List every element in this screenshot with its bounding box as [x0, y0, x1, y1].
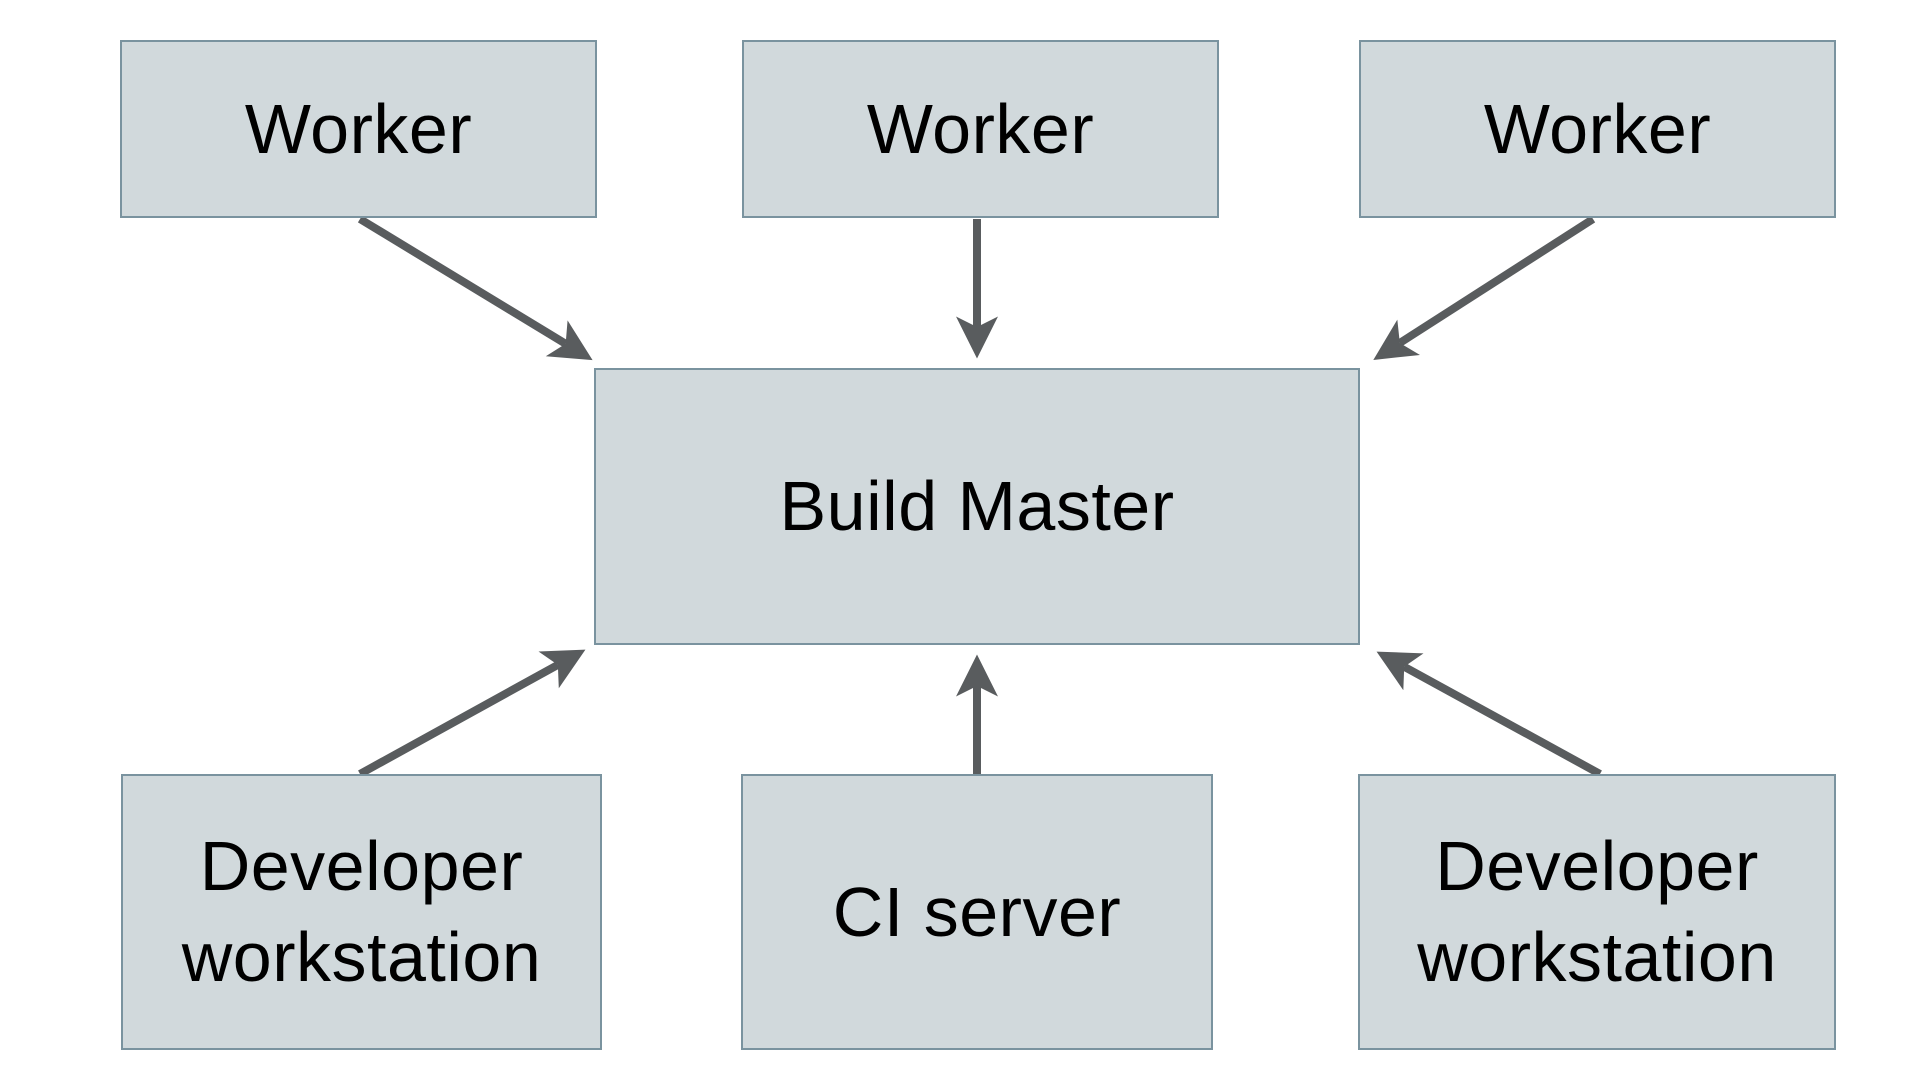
developer-workstation-1-label: Developer workstation — [181, 827, 542, 996]
build-master-label: Build Master — [779, 467, 1175, 545]
worker-1-box: Worker — [120, 40, 597, 218]
ci-server-label: CI server — [832, 872, 1122, 951]
worker-2-label: Worker — [866, 89, 1095, 168]
developer-workstation-2-box: Developer workstation — [1358, 774, 1836, 1050]
developer-workstation-1-box: Developer workstation — [121, 774, 602, 1050]
worker-2-box: Worker — [742, 40, 1219, 218]
worker-3-box: Worker — [1359, 40, 1836, 218]
arrow-worker-3-to-build-master — [1373, 215, 1596, 360]
worker-1-label: Worker — [244, 89, 473, 168]
arrow-worker-1-to-build-master — [357, 215, 593, 361]
developer-workstation-2-label: Developer workstation — [1417, 827, 1777, 996]
arrow-developer-workstation-2-to-build-master — [1376, 651, 1602, 778]
worker-3-label: Worker — [1483, 89, 1712, 168]
ci-server-box: CI server — [741, 774, 1213, 1050]
arrow-developer-workstation-1-to-build-master — [358, 649, 586, 778]
build-master-box: Build Master — [594, 368, 1360, 645]
